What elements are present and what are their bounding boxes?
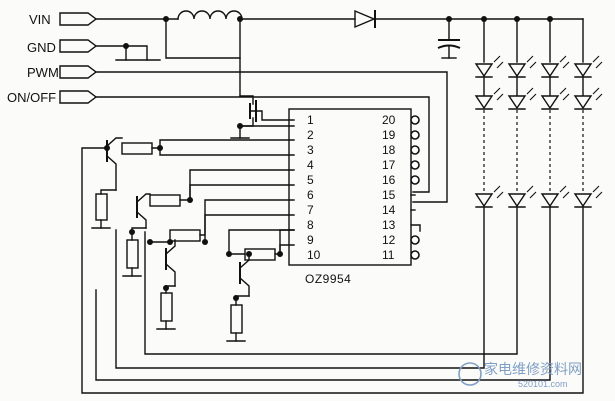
input-terminal-gnd: GND bbox=[27, 39, 98, 55]
channel-2 bbox=[122, 169, 295, 277]
pin-14-15-wiring bbox=[410, 194, 421, 232]
ic-pin-20: 20 bbox=[382, 113, 396, 127]
ic-pin-4: 4 bbox=[307, 158, 314, 172]
watermark-text: 家电维修资料网 bbox=[484, 361, 582, 378]
ic-pin-19: 19 bbox=[382, 128, 396, 142]
ic-pin-11: 11 bbox=[382, 248, 395, 262]
ic-pin-9: 9 bbox=[307, 233, 314, 247]
terminal-label-vin: VIN bbox=[29, 12, 51, 27]
ic-pin-12: 12 bbox=[382, 233, 396, 247]
ic-pin-3: 3 bbox=[307, 143, 314, 157]
terminal-label-pwm: PWM bbox=[27, 65, 59, 80]
input-terminal-onoff: ON/OFF bbox=[7, 90, 98, 105]
power-stage bbox=[95, 9, 584, 59]
ic-pin-13: 13 bbox=[382, 218, 396, 232]
ic-pin-8: 8 bbox=[307, 218, 314, 232]
onoff-wiring bbox=[95, 96, 430, 193]
ic-pin-2: 2 bbox=[307, 128, 314, 142]
ic-label: OZ9954 bbox=[305, 272, 351, 286]
terminal-label-gnd: GND bbox=[27, 40, 56, 55]
ic-pin-1: 1 bbox=[307, 113, 314, 127]
boost-mosfet bbox=[230, 18, 295, 139]
watermark-url: 520101.com bbox=[518, 379, 568, 389]
led-string-1 bbox=[115, 18, 494, 369]
led-string-3 bbox=[95, 18, 560, 381]
channel-1 bbox=[91, 137, 295, 229]
ic-pin-17: 17 bbox=[382, 158, 396, 172]
channel-3 bbox=[147, 199, 295, 330]
led-string-2 bbox=[144, 18, 527, 355]
ic-pin-16: 16 bbox=[382, 173, 396, 187]
inductor bbox=[177, 10, 243, 20]
ic-pin-15: 15 bbox=[382, 188, 396, 202]
pwm-wiring bbox=[95, 71, 448, 203]
input-terminal-vin: VIN bbox=[29, 12, 98, 27]
terminal-label-onoff: ON/OFF bbox=[7, 90, 56, 105]
led-array bbox=[81, 18, 603, 394]
ic-pin-18: 18 bbox=[382, 143, 396, 157]
ic-pin-14: 14 bbox=[382, 203, 396, 217]
diode bbox=[354, 9, 376, 29]
watermark: 家电维修资料网 520101.com bbox=[458, 361, 582, 389]
ground-wiring bbox=[95, 43, 161, 61]
ic-pin-6: 6 bbox=[307, 188, 314, 202]
led-string-4 bbox=[81, 18, 593, 394]
channel-4 bbox=[226, 229, 295, 342]
controller-ic: OZ9954 1 2 3 4 5 6 7 8 9 10 20 19 18 17 … bbox=[288, 108, 420, 286]
output-capacitor bbox=[437, 18, 461, 59]
ic-pin-7: 7 bbox=[307, 203, 314, 217]
input-terminal-pwm: PWM bbox=[27, 65, 98, 80]
ic-pin-10: 10 bbox=[307, 248, 321, 262]
ic-pin-5: 5 bbox=[307, 173, 314, 187]
